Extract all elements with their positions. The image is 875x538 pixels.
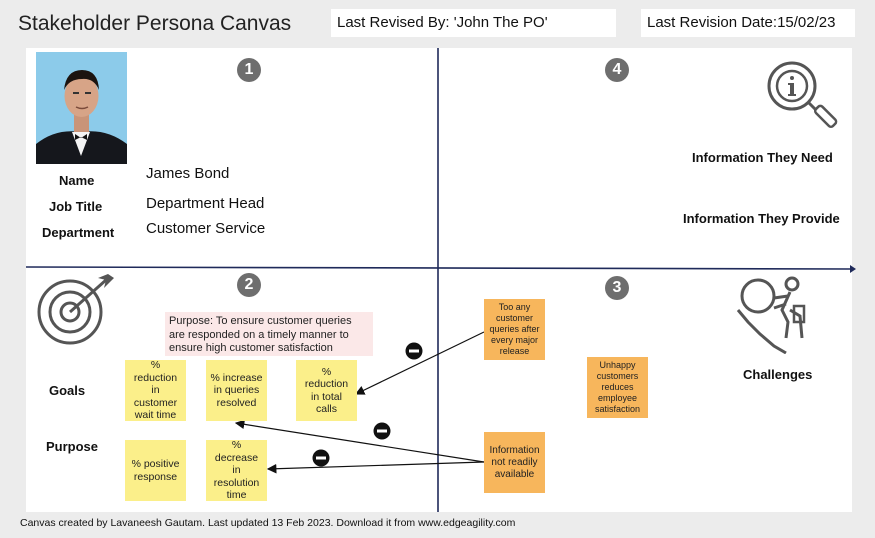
minus-circle-icon xyxy=(312,449,330,467)
name-value: James Bond xyxy=(146,165,230,182)
purpose-note: Purpose: To ensure customer queries are … xyxy=(165,312,373,356)
target-icon xyxy=(37,274,114,345)
goal-sticky-customer-wait-time: % reduction in customer wait time xyxy=(125,359,186,421)
information-they-need-label: Information They Need xyxy=(692,150,833,165)
goal-sticky-queries-resolved: % increase in queries resolved xyxy=(206,360,267,421)
arrow-too-many-queries-to-total-calls xyxy=(354,331,485,395)
quadrant-number-1: 1 xyxy=(237,58,261,82)
footer-credit: Canvas created by Lavaneesh Gautam. Last… xyxy=(20,517,516,529)
arrow-information-to-resolution-time xyxy=(266,461,485,474)
quadrant-number-3: 3 xyxy=(605,276,629,300)
page-title: Stakeholder Persona Canvas xyxy=(18,12,292,35)
challenge-sticky-information-not-available: Information not readily available xyxy=(484,432,545,493)
persona-photo xyxy=(36,52,127,164)
boulder-pushing-icon xyxy=(736,276,806,354)
minus-circle-icon xyxy=(373,422,391,440)
challenge-sticky-unhappy-customers: Unhappy customers reduces employee satis… xyxy=(587,357,648,418)
challenges-label: Challenges xyxy=(743,367,813,382)
last-revision-date-box: Last Revision Date:15/02/23 xyxy=(641,9,855,37)
department-value: Customer Service xyxy=(146,220,266,237)
job-title-value: Department Head xyxy=(146,195,265,212)
goals-label: Goals xyxy=(49,383,86,398)
horizontal-axis xyxy=(25,266,853,270)
goal-sticky-positive-response: % positive response xyxy=(125,440,186,501)
quadrant-number-4: 4 xyxy=(605,58,629,82)
last-revised-by-box: Last Revised By: 'John The PO' xyxy=(331,9,616,37)
purpose-label: Purpose xyxy=(46,439,99,454)
canvas-board xyxy=(26,48,852,512)
information-they-provide-label: Information They Provide xyxy=(683,211,840,226)
info-magnifier-icon xyxy=(767,61,838,129)
name-label: Name xyxy=(59,173,95,188)
department-label: Department xyxy=(42,225,115,240)
goal-sticky-resolution-time: % decrease in resolution time xyxy=(206,439,267,501)
goal-sticky-total-calls: % reduction in total calls xyxy=(296,360,357,421)
job-title-label: Job Title xyxy=(49,199,103,214)
minus-circle-icon xyxy=(405,342,423,360)
challenge-sticky-too-many-queries: Too any customer queries after every maj… xyxy=(484,299,545,360)
horizontal-axis-arrowhead xyxy=(850,265,856,273)
quadrant-number-2: 2 xyxy=(237,273,261,297)
arrow-information-to-queries-resolved xyxy=(234,419,485,463)
